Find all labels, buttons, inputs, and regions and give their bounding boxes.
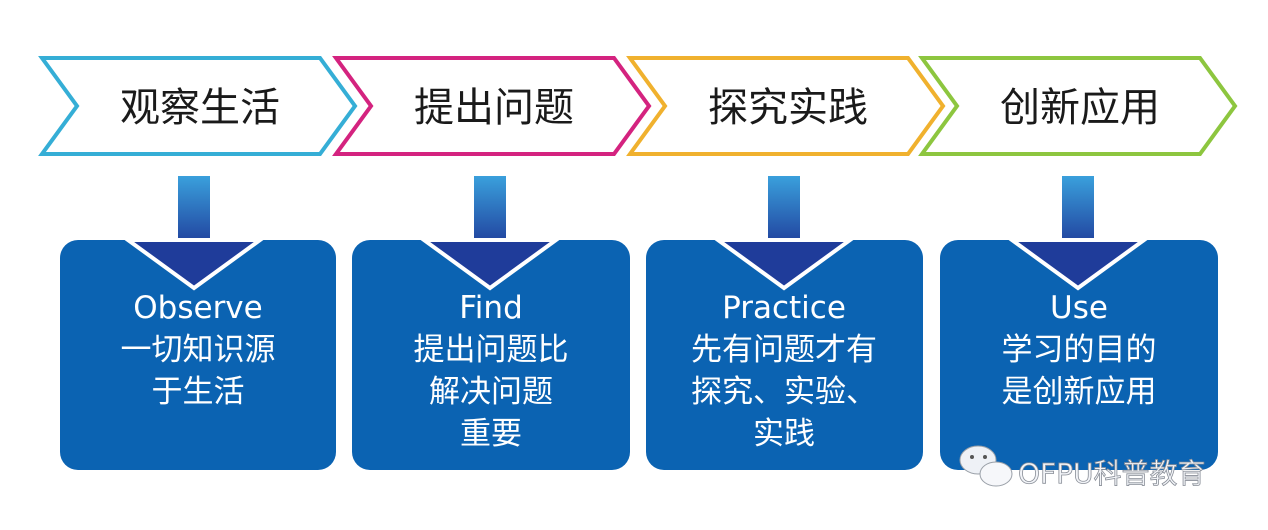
box-line: 重要 [460, 416, 522, 452]
down-arrow-icon [178, 176, 210, 248]
step-title: 创新应用 [1000, 85, 1160, 131]
description-box-2: Find 提出问题比 解决问题 重要 [352, 176, 630, 470]
description-box-1: Observe 一切知识源 于生活 [60, 176, 336, 470]
description-box-4: Use 学习的目的 是创新应用 [940, 176, 1218, 470]
box-line: Observe [133, 290, 262, 326]
box-line: 先有问题才有 [691, 332, 877, 368]
box-line: 学习的目的 [1002, 332, 1157, 368]
wechat-icon [959, 445, 1013, 487]
box-line: 一切知识源 [121, 332, 276, 368]
box-line: Use [1050, 290, 1108, 326]
step-title: 探究实践 [708, 85, 868, 131]
chevron-step-3: 探究实践 [626, 56, 946, 156]
watermark-text: OFPU科普教育 [1018, 457, 1206, 490]
box-line: 解决问题 [429, 374, 553, 410]
box-line: Find [459, 290, 523, 326]
step-title: 观察生活 [120, 85, 280, 131]
watermark: OFPU科普教育 [959, 445, 1206, 490]
box-line: 提出问题比 [414, 332, 569, 368]
down-arrow-icon [1062, 176, 1094, 248]
chevron-step-1: 观察生活 [38, 56, 358, 156]
box-line: 是创新应用 [1002, 374, 1157, 410]
box-line: 探究、实验、 [691, 374, 877, 410]
box-line: 实践 [753, 416, 815, 452]
down-arrow-icon [474, 176, 506, 248]
step-title: 提出问题 [414, 85, 574, 131]
box-line: 于生活 [152, 374, 245, 410]
description-box-3: Practice 先有问题才有 探究、实验、 实践 [646, 176, 923, 470]
box-line: Practice [722, 290, 846, 326]
down-arrow-icon [768, 176, 800, 248]
chevron-step-4: 创新应用 [918, 56, 1238, 156]
chevron-step-2: 提出问题 [332, 56, 652, 156]
